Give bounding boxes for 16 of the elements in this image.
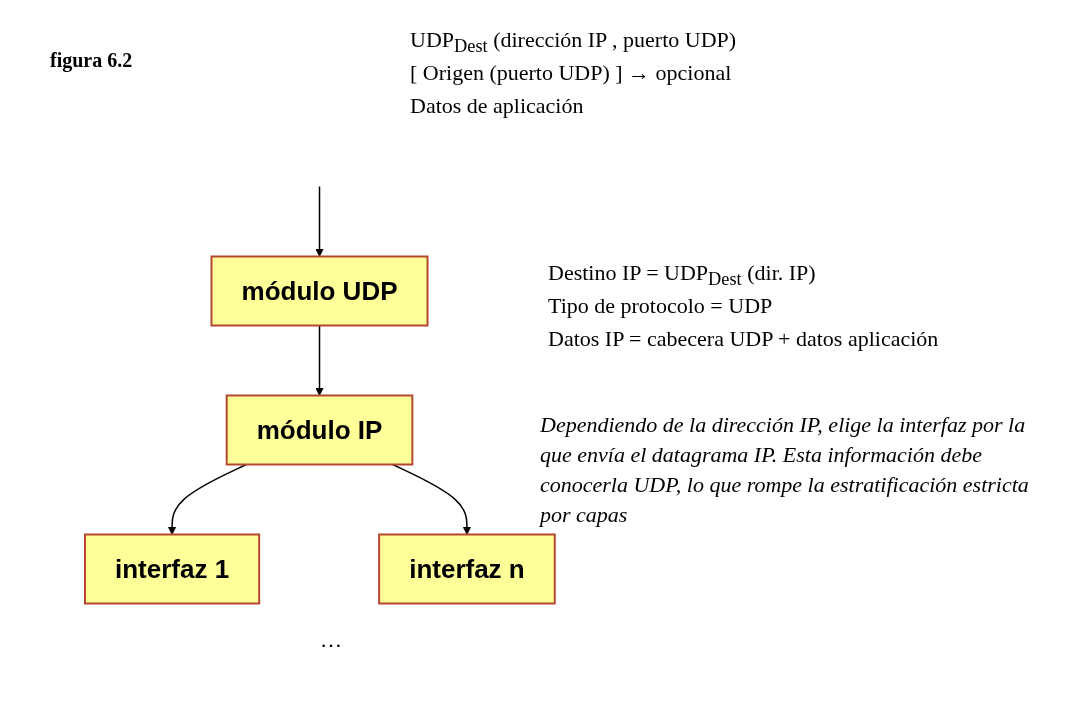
- arrow: [315, 185, 325, 257]
- node-box: módulo UDP: [210, 255, 429, 327]
- note-text: Destino IP = UDP$_{Dest}$ (dir. IP): [548, 259, 816, 292]
- figure-title: figura 6.2: [50, 48, 133, 74]
- note-text: Datos de aplicación: [410, 92, 584, 120]
- node-box: módulo IP: [225, 394, 414, 466]
- node-box: interfaz 1: [84, 533, 261, 605]
- arrow: [315, 324, 325, 396]
- note-text: UDP$_{Dest}$ (dirección IP , puerto UDP): [410, 26, 737, 59]
- ellipsis: …: [320, 626, 342, 654]
- note-text: [ Origen (puerto UDP) ] → opcional: [410, 59, 732, 87]
- arrow: [392, 463, 472, 535]
- note-text: Tipo de protocolo = UDP: [548, 292, 773, 320]
- node-box: interfaz n: [378, 533, 556, 605]
- note-text: Datos IP = cabecera UDP + datos aplicación: [548, 325, 939, 353]
- explanation-text: Dependiendo de la dirección IP, elige la interfaz por la que envía el datagrama IP. Esta información debe conocerla UDP, lo que rompe la estratificación estricta por capas: [540, 411, 1030, 529]
